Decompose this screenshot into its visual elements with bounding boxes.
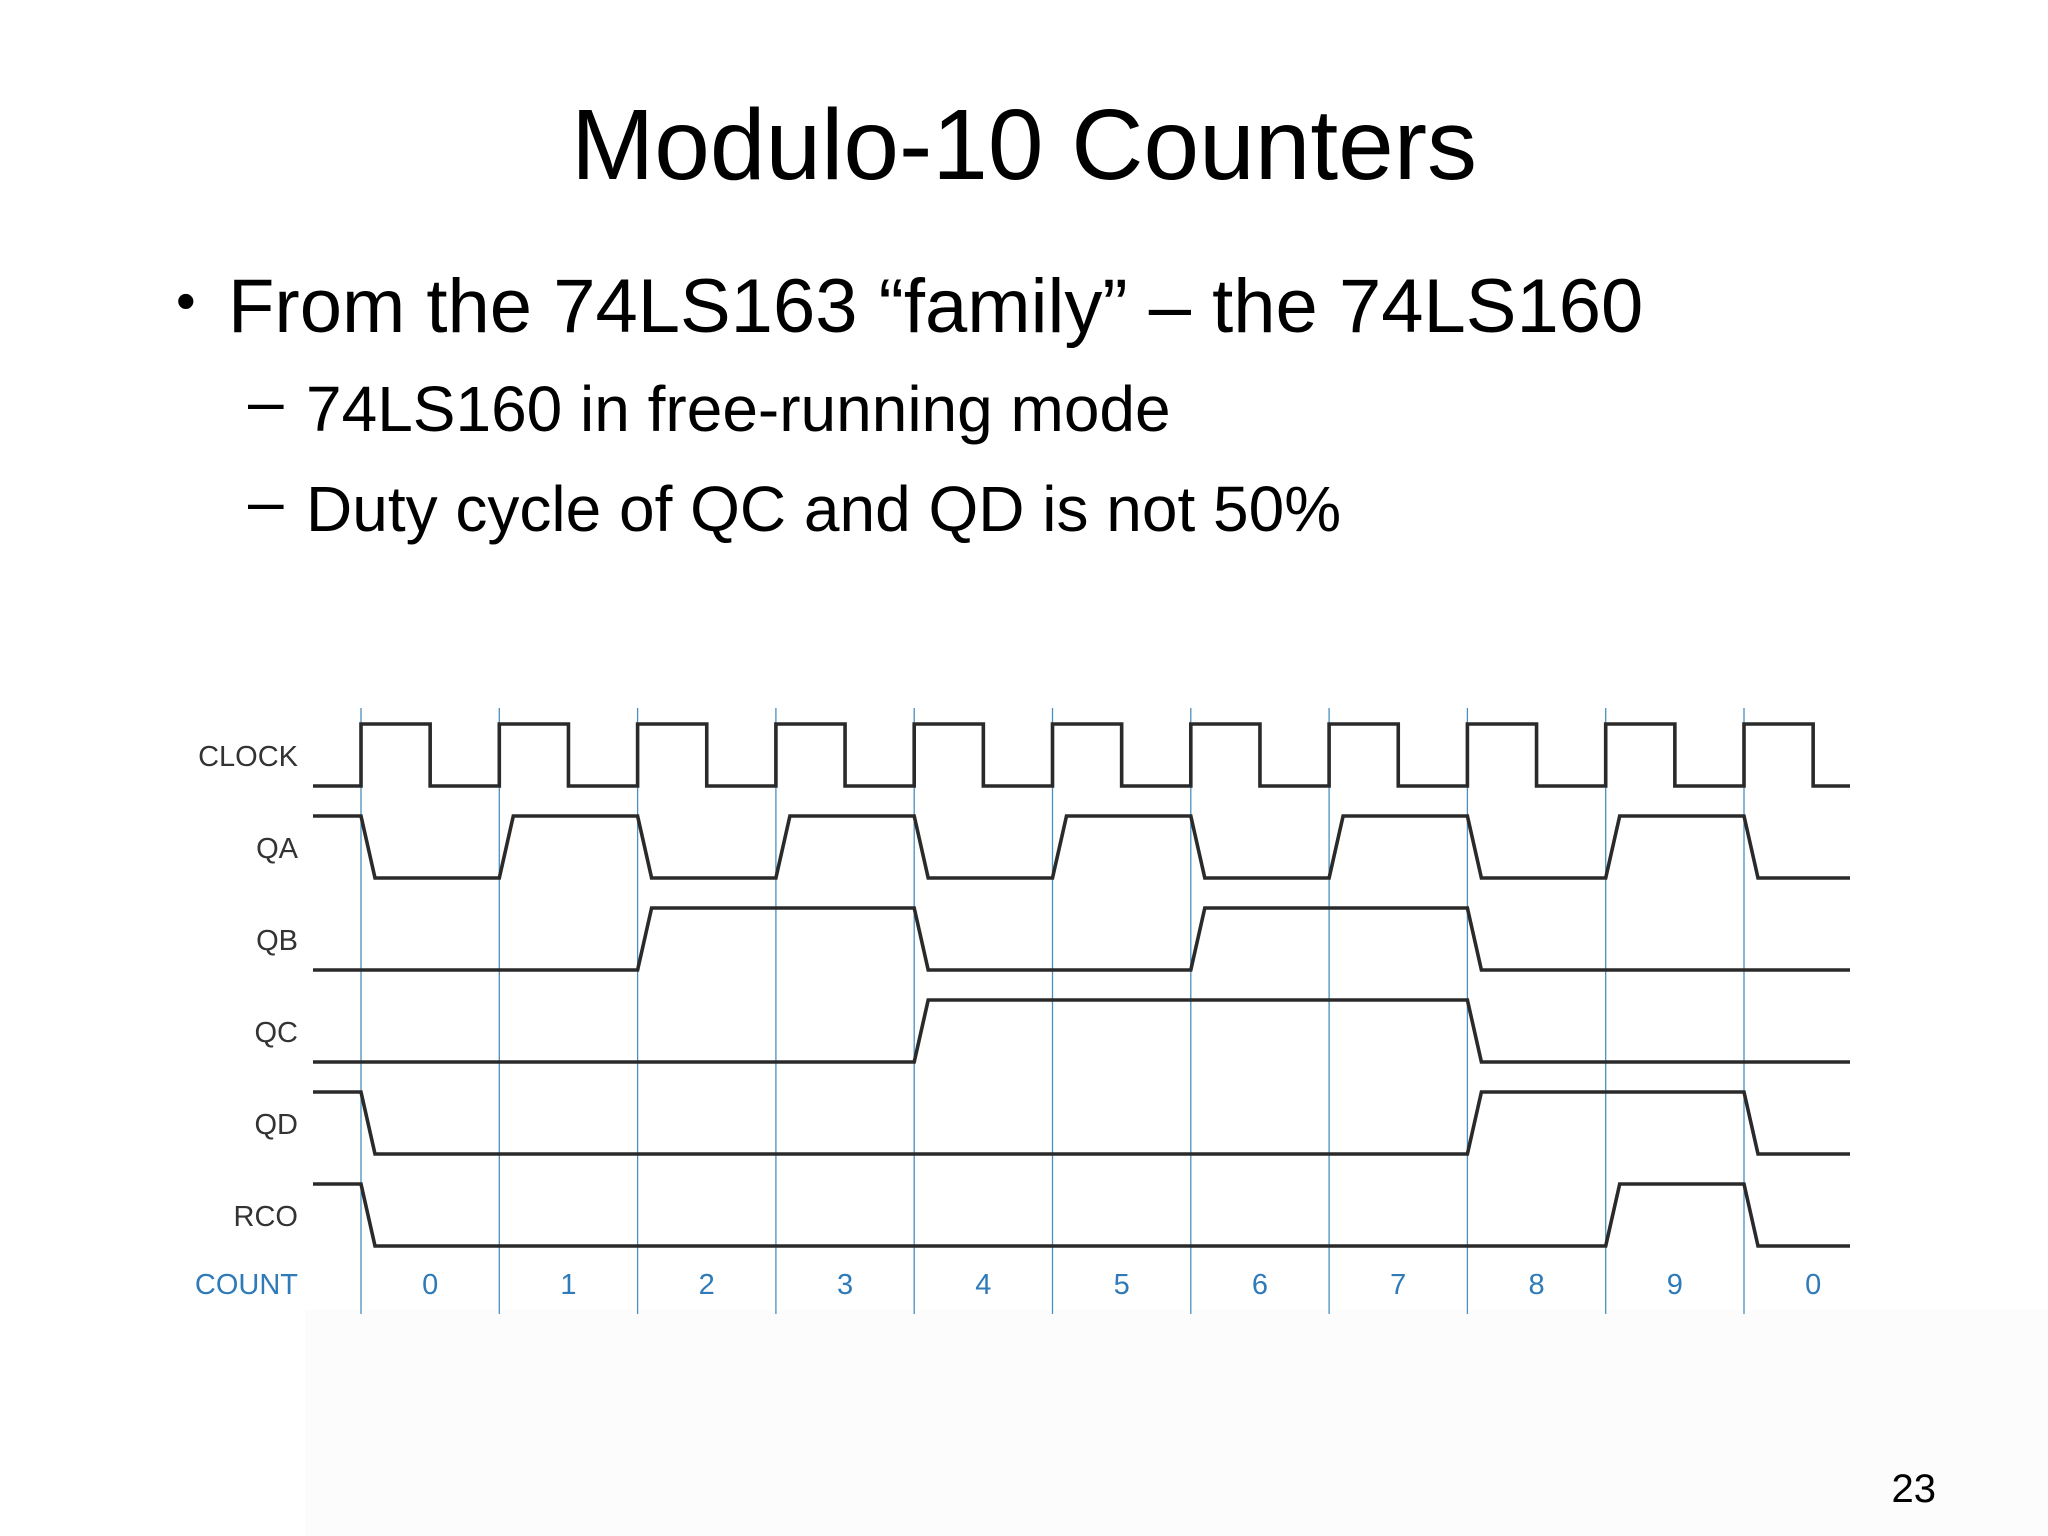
dash-icon: –: [248, 465, 284, 537]
count-value: 6: [1252, 1269, 1268, 1301]
count-value: 7: [1390, 1269, 1406, 1301]
signal-trace-qd: [313, 1090, 1850, 1156]
count-value: 0: [422, 1269, 438, 1301]
signal-label-clock: CLOCK: [198, 741, 299, 773]
slide-title: Modulo-10 Counters: [570, 89, 1478, 201]
count-value: 8: [1528, 1269, 1544, 1301]
signal-trace-clock: [313, 722, 1850, 788]
count-value: 1: [560, 1269, 576, 1301]
main-bullet-text: From the 74LS163 “family” – the 74LS160: [228, 264, 1644, 349]
signal-label-qa: QA: [256, 833, 299, 865]
signal-trace-qb: [313, 906, 1850, 972]
signal-trace-qc: [313, 998, 1850, 1064]
count-value: 3: [837, 1269, 853, 1301]
signal-label-rco: RCO: [234, 1201, 298, 1233]
bullet-dot-icon: •: [176, 269, 196, 332]
dash-icon: –: [248, 365, 284, 437]
signal-trace-rco: [313, 1182, 1850, 1248]
signal-label-qb: QB: [256, 925, 298, 957]
count-label: COUNT: [195, 1269, 298, 1301]
figure-background: [305, 1310, 2048, 1536]
count-value: 2: [699, 1269, 715, 1301]
sub-bullet-text: 74LS160 in free-running mode: [306, 373, 1171, 445]
count-value: 0: [1805, 1269, 1821, 1301]
signal-label-qc: QC: [255, 1017, 299, 1049]
signal-label-qd: QD: [255, 1109, 299, 1141]
count-value: 9: [1667, 1269, 1683, 1301]
sub-bullet-text: Duty cycle of QC and QD is not 50%: [306, 473, 1342, 545]
count-value: 4: [975, 1269, 991, 1301]
signal-trace-qa: [313, 814, 1850, 880]
count-value: 5: [1114, 1269, 1130, 1301]
slide-number: 23: [1891, 1467, 1937, 1511]
